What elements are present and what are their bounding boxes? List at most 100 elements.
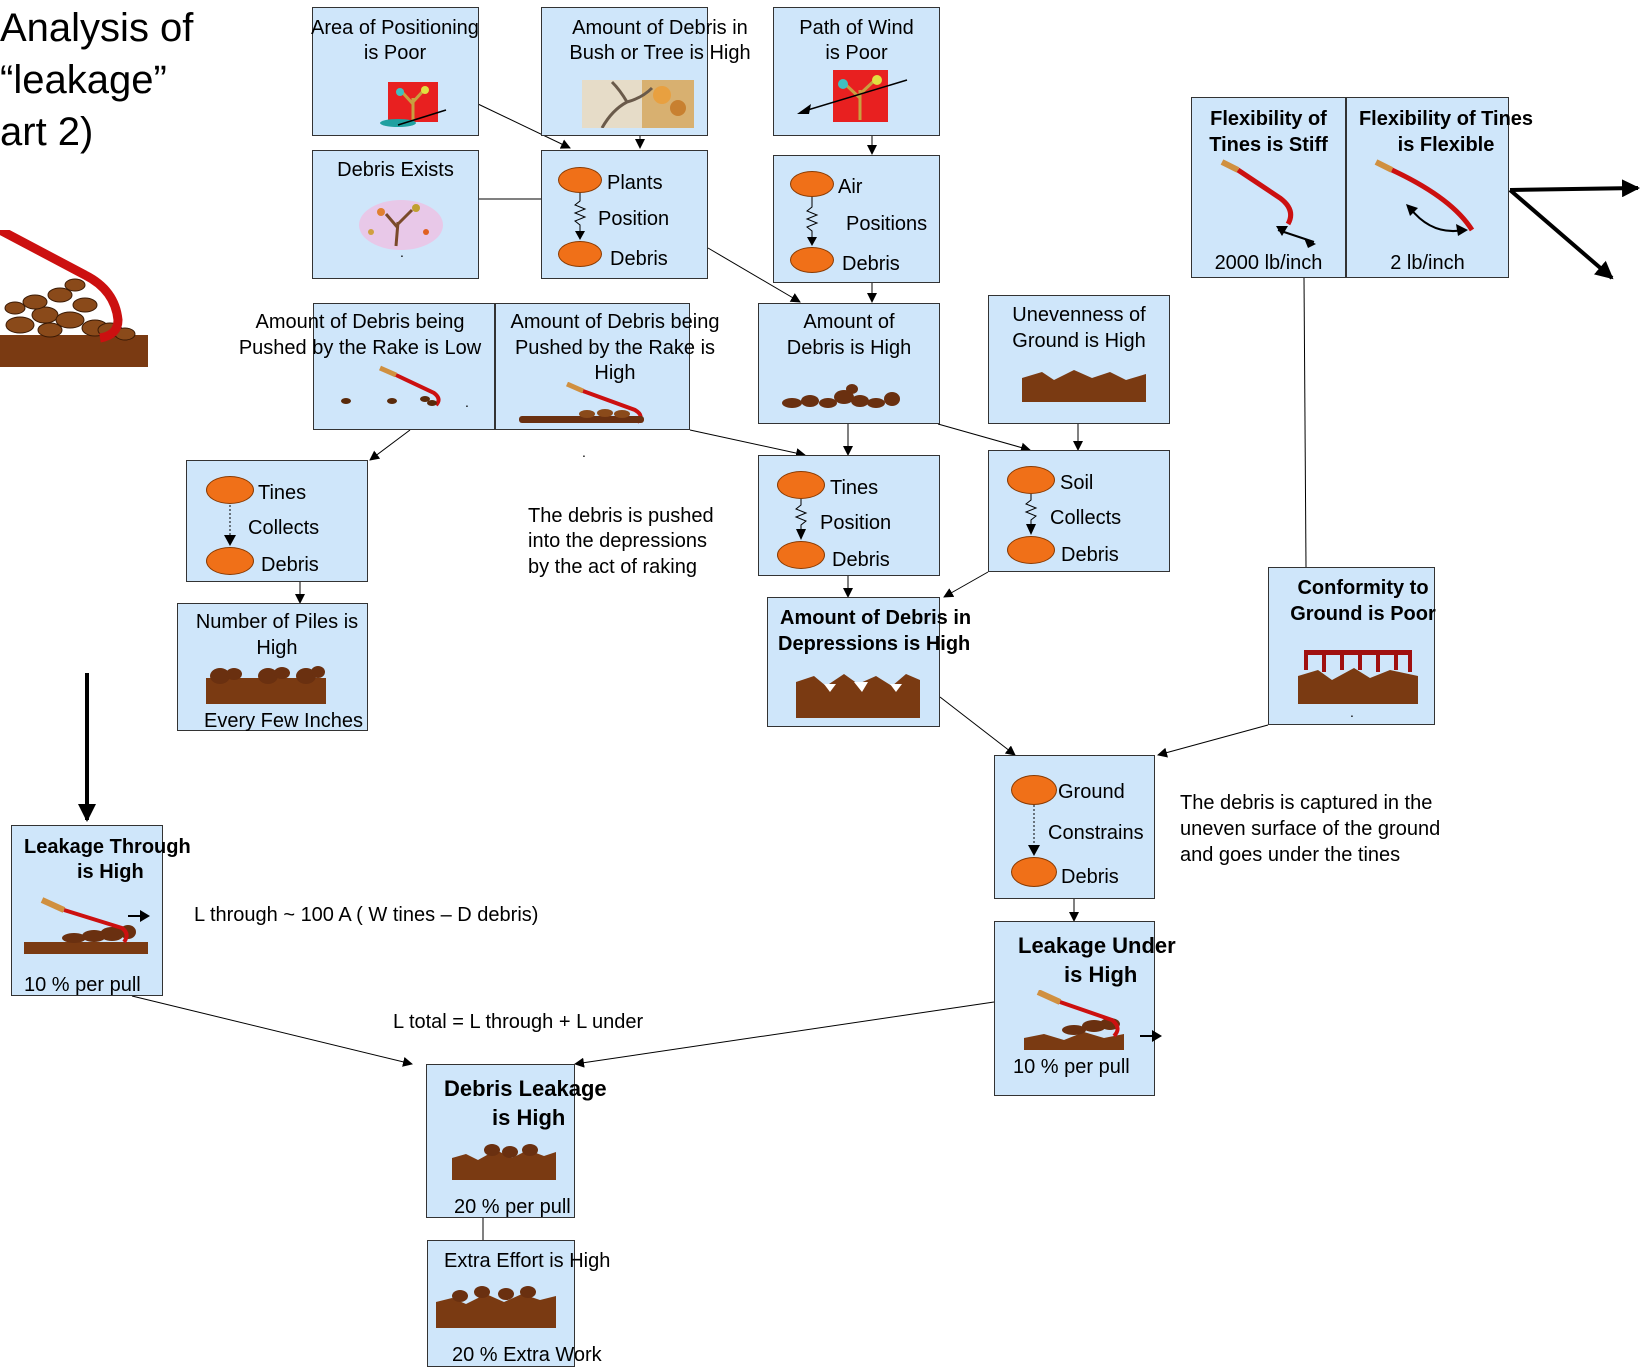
falling-leaves-icon	[359, 200, 443, 250]
wind-path-line1: Path of Wind	[799, 17, 914, 39]
air-label: Air	[838, 176, 863, 198]
leakage-under-line1: Leakage Under	[1018, 933, 1176, 958]
tines-oval-2	[777, 471, 825, 499]
conformity-line1: Conformity to	[1297, 577, 1429, 599]
tree-wind-icon	[380, 82, 447, 127]
tines-label-2: Tines	[830, 477, 879, 499]
note-pushed-line2: into the depressions	[528, 530, 708, 552]
piles-line1: Number of Piles is	[195, 611, 359, 633]
flexible-tines-line2: is Flexible	[1397, 134, 1495, 156]
tines-label-1: Tines	[258, 482, 307, 504]
arrow-lunder-to-leak	[574, 1001, 995, 1068]
stiff-tines-line2: Tines is Stiff	[1209, 134, 1328, 156]
ground-oval	[1011, 775, 1057, 805]
pushed-high-line1: Amount of Debris being	[510, 311, 720, 333]
note-pushed-line1: The debris is pushed	[528, 505, 714, 527]
extra-effort-icon	[436, 1286, 556, 1328]
arrow-low-to-tc	[369, 429, 411, 461]
formula-through: L through ~ 100 A ( W tines – D debris)	[194, 904, 539, 926]
sparse-debris-rake-icon	[341, 365, 441, 407]
flexible-rake-icon	[1374, 159, 1475, 236]
note-captured-line3: and goes under the tines	[1180, 844, 1401, 866]
pushed-high-box	[495, 303, 690, 430]
pushed-low-line1: Amount of Debris being	[255, 311, 465, 333]
page-title-line1: Analysis of	[0, 6, 194, 50]
stiff-tines-line1: Flexibility of	[1210, 108, 1327, 130]
pushed-low-line2: Pushed by the Rake is Low	[238, 337, 482, 359]
debris-leakage-line2: is High	[492, 1105, 566, 1130]
arrow-sc-to-depr	[943, 571, 989, 598]
position-label-2: Position	[820, 512, 892, 534]
leakage-through-line1: Leakage Through	[24, 836, 191, 858]
collects-label-2: Collects	[1050, 507, 1122, 529]
plants-debris-label: Debris	[610, 248, 668, 270]
soil-label: Soil	[1060, 472, 1094, 494]
debris-leakage-icon	[452, 1144, 556, 1180]
spring-connector-1	[573, 193, 587, 240]
flexible-tines-value: 2 lb/inch	[1390, 252, 1465, 274]
arrow-conf-to-gcd	[1157, 724, 1269, 758]
flexible-tines-line1: Flexibility of Tines	[1358, 108, 1534, 130]
leakage-through-icon	[24, 897, 150, 954]
conformity-line2: Ground is Poor	[1290, 603, 1436, 625]
conformity-rake-icon	[1298, 650, 1418, 704]
unevenness-line2: Ground is High	[1012, 330, 1146, 352]
tp-debris-label: Debris	[832, 549, 890, 571]
arrow-lthru-to-leak	[131, 995, 413, 1067]
leakage-through-value: 10 % per pull	[24, 974, 141, 996]
piles-box	[177, 603, 368, 731]
arrow-amount-to-sc	[937, 423, 1031, 453]
debris-oval-6	[1011, 857, 1057, 887]
spring-connector-3	[794, 499, 808, 540]
area-positioning-line2: is Poor	[363, 42, 427, 64]
pushed-low-dot: .	[465, 394, 469, 410]
debris-oval-5	[1007, 536, 1055, 564]
debris-leakage-line1: Debris Leakage	[444, 1076, 607, 1101]
debris-leakage-value: 20 % per pull	[454, 1196, 571, 1218]
formula-total: L total = L through + L under	[393, 1011, 644, 1033]
depressions-ground-icon	[796, 674, 920, 718]
depressions-line1: Amount of Debris in	[780, 607, 972, 629]
extra-effort-line1: Extra Effort is High	[444, 1250, 611, 1272]
leakage-under-icon	[1024, 990, 1162, 1050]
pushed-low-box	[313, 303, 495, 430]
piles-line3: Every Few Inches	[204, 710, 363, 732]
arrow-high-to-tp	[689, 429, 806, 458]
pushed-high-dot: .	[582, 444, 586, 460]
leakage-under-value: 10 % per pull	[1013, 1056, 1130, 1078]
spring-connector-4	[1024, 494, 1038, 535]
arrow-plants-to-amount	[707, 247, 801, 303]
air-debris-label: Debris	[842, 253, 900, 275]
uneven-ground-icon	[1022, 370, 1146, 402]
unevenness-line1: Unevenness of	[1012, 304, 1146, 326]
piles-line2: High	[256, 637, 298, 659]
collects-label-1: Collects	[248, 517, 320, 539]
spring-connector-2	[805, 197, 819, 246]
extra-effort-value: 20 % Extra Work	[452, 1344, 602, 1366]
debris-oval-3	[206, 547, 254, 575]
debris-exists-dot: .	[400, 244, 404, 260]
big-arrow-diag	[1508, 188, 1614, 280]
page-title-line2: “leakage”	[0, 58, 167, 102]
pushed-high-line3: High	[594, 362, 636, 384]
leakage-under-line2: is High	[1064, 962, 1138, 987]
debris-oval-2	[790, 247, 834, 273]
debris-exists-label: Debris Exists	[337, 159, 454, 181]
pushed-high-line2: Pushed by the Rake is	[514, 337, 716, 359]
page-title-line3: art 2)	[0, 110, 94, 154]
soil-oval	[1007, 466, 1055, 494]
wind-path-line2: is Poor	[825, 42, 888, 64]
stiff-rake-icon	[1220, 159, 1316, 248]
positions-label: Positions	[846, 213, 928, 235]
piles-ground-icon	[206, 666, 326, 704]
debris-pile-icon	[782, 384, 900, 408]
ground-label: Ground	[1058, 781, 1125, 803]
debris-amount-line1: Amount of	[803, 311, 895, 333]
arrow-area-to-plants	[477, 103, 571, 149]
line-stiff-to-conf	[1303, 277, 1307, 568]
tree-wind-icon-2	[797, 70, 908, 122]
tree-photo-icon	[582, 80, 694, 128]
note-captured-line1: The debris is captured in the	[1180, 792, 1433, 814]
unevenness-box	[988, 295, 1170, 424]
